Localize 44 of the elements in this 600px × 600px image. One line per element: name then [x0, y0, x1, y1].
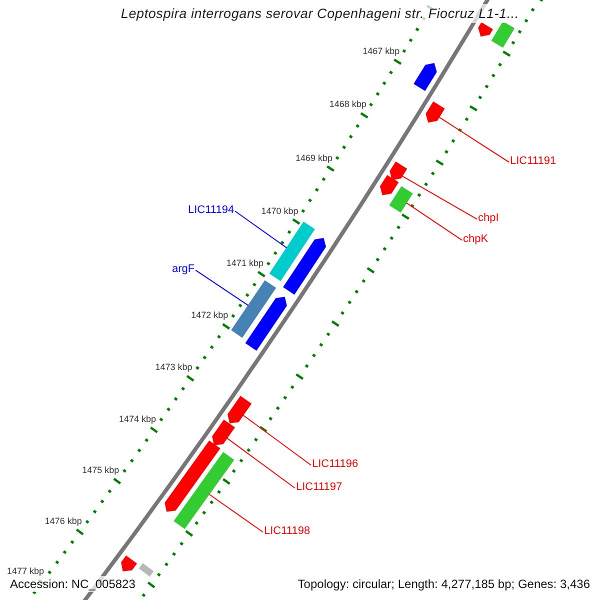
- gene-feature: [390, 161, 408, 180]
- gene-feature: [245, 296, 287, 351]
- leader-line: [242, 414, 312, 466]
- gene-block: [491, 21, 515, 48]
- gene-label: LIC11197: [296, 481, 342, 494]
- gene-feature: [426, 101, 445, 123]
- scale-label: 1476 kbp: [44, 516, 82, 527]
- scale-label: 1467 kbp: [362, 46, 400, 57]
- gene-feature: [121, 555, 138, 572]
- leader-line: [208, 494, 264, 533]
- gene-label: LIC11191: [510, 155, 556, 168]
- gene-block: [269, 222, 315, 282]
- gene-feature: [212, 420, 236, 446]
- gene-feature: [228, 396, 252, 424]
- gene-block: [389, 186, 413, 213]
- gene-label: LIC11198: [264, 525, 310, 538]
- leader-line: [402, 176, 478, 220]
- scale-label: 1469 kbp: [296, 152, 333, 164]
- leader-line: [195, 270, 249, 306]
- genome-summary: Topology: circular; Length: 4,277,185 bp; Genes: 3,436: [296, 576, 592, 592]
- scale-label: 1474 kbp: [118, 414, 156, 425]
- leader-line: [226, 438, 296, 489]
- gene-block: [231, 280, 276, 338]
- scale-label: 1471 kbp: [226, 258, 264, 270]
- gene-feature: [283, 238, 326, 295]
- gene-block: [174, 452, 234, 530]
- leader-line: [406, 202, 462, 241]
- scale-label: 1472 kbp: [191, 310, 228, 322]
- scale-label: 1468 kbp: [329, 99, 366, 110]
- gene-label: LIC11194: [188, 204, 234, 217]
- gene-label: LIC11196: [312, 458, 358, 471]
- gene-block: [138, 563, 154, 577]
- gene-label: chpI: [478, 212, 499, 225]
- scale-label: 1477 kbp: [6, 566, 44, 578]
- gene-label: argF: [172, 263, 195, 276]
- scale-label: 1470 kbp: [261, 206, 298, 217]
- gene-label: chpK: [463, 233, 488, 246]
- scale-label: 1475 kbp: [82, 465, 120, 476]
- gene-feature: [164, 440, 220, 512]
- gene-feature: [380, 174, 399, 196]
- scale-label: 1473 kbp: [155, 362, 192, 374]
- gene-feature: [414, 63, 437, 92]
- leader-line: [438, 116, 510, 163]
- accession-label: Accession: NC_005823: [8, 576, 138, 592]
